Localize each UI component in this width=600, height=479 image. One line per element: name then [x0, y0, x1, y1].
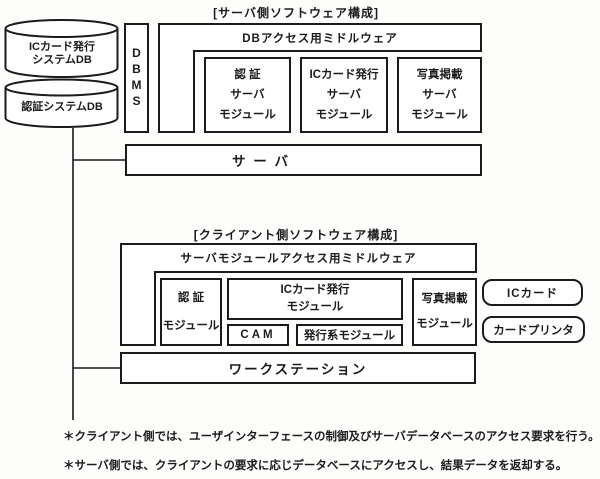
dbms-label: DBMS	[129, 46, 144, 110]
client-middleware-shape	[120, 243, 477, 346]
footnote-server: ＊サーバ側では、クライアントの要求に応じデータベースにアクセスし、結果データを返…	[63, 460, 568, 472]
card-printer-device-box: カードプリンタ	[482, 316, 585, 343]
db-access-middleware-label: DBアクセス用ミドルウェア	[242, 32, 398, 45]
server-box: サ ー バ	[125, 144, 482, 176]
workstation-box: ワークステーション	[120, 352, 476, 384]
server-section-title: [サーバ側ソフトウェア構成]	[213, 5, 379, 20]
ic-card-device-box: ICカード	[482, 279, 583, 306]
auth-server-module-box: 認 証 サーバ モジュール	[204, 57, 291, 133]
db-cylinder-ic-issue-body	[4, 28, 119, 78]
client-section-title: [クライアント側ソフトウェア構成]	[193, 227, 399, 242]
client-middleware-label: サーバモジュールアクセス用ミドルウェア	[180, 253, 417, 265]
issue-subsystem-module-box: 発行系モジュール	[296, 324, 403, 346]
photo-module-box: 写真掲載 モジュール	[412, 278, 477, 346]
db-cylinder-auth-body	[4, 87, 119, 128]
footnote-client: ＊クライアント側では、ユーザインターフェースの制御及びサーバデータベースのアクセ…	[63, 431, 600, 443]
db-ic-issue-system-label: ICカード発行 システムDB	[29, 41, 95, 66]
db-access-middleware-shape	[158, 23, 482, 133]
ic-issue-module-box: ICカード発行 モジュール	[227, 278, 403, 320]
db-cylinder-ic-issue-top	[4, 19, 119, 38]
cam-box: CAM	[227, 324, 289, 346]
db-cylinder-auth-top	[4, 78, 119, 97]
db-auth-system-label: 認証システムDB	[21, 100, 103, 113]
auth-module-box: 認 証 モジュール	[160, 278, 222, 346]
dbms-box: DBMS	[124, 23, 149, 133]
ic-issue-server-module-box: ICカード発行 サーバ モジュール	[300, 57, 388, 133]
photo-server-module-box: 写真掲載 サーバ モジュール	[397, 57, 482, 133]
